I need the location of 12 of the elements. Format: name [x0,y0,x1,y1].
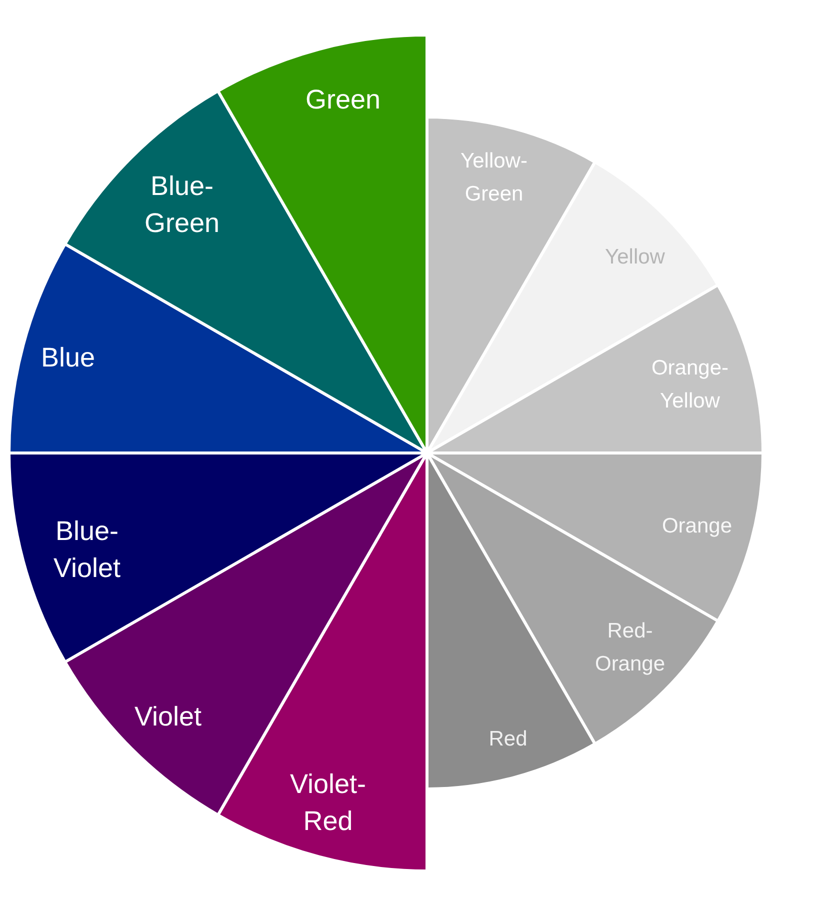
segment-label: Yellow-Green [460,148,528,207]
segment-label: Blue-Violet [53,515,121,585]
segment-label: Yellow [605,244,665,271]
segment-label: Red-Orange [594,618,666,677]
segment-label: Violet [134,700,202,734]
segment-label: Green [305,84,381,116]
segment-label: Orange-Yellow [651,355,729,414]
segment-label: Red [488,726,528,753]
segment-label: Violet-Red [290,768,366,838]
segment-label: Orange [662,514,732,540]
segment-label: Blue-Green [144,170,220,240]
segment-label: Blue [40,342,96,374]
